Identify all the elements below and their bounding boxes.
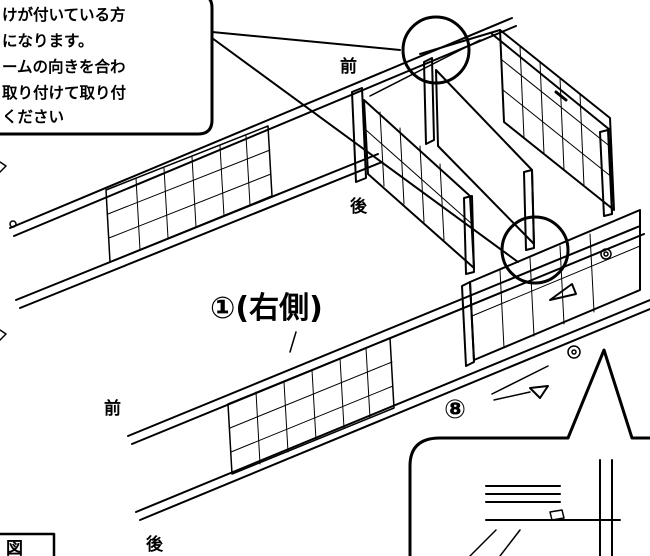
detail-callout xyxy=(408,348,650,556)
lower-frame-rails xyxy=(127,209,650,521)
highlight-circle-mid xyxy=(500,215,570,285)
label-front-bottom: 前 xyxy=(104,398,121,419)
callout-line-4: 取り付けて取り付 xyxy=(2,83,127,102)
label-part-1: ①(右側) xyxy=(210,291,323,326)
callout-line-3: ームの向きを合わ xyxy=(2,57,126,76)
lower-mesh-panel xyxy=(227,331,395,475)
highlight-circle-top xyxy=(401,15,471,85)
callout-line-5: ください xyxy=(2,108,64,126)
label-back-bottom: 後 xyxy=(146,534,164,555)
label-corner-box: 図 xyxy=(6,539,23,556)
edge-marks xyxy=(0,161,7,341)
label-front-top: 前 xyxy=(340,56,357,77)
callout-note: けが付いている方 になります。 ームの向きを合わ 取り付けて取り付 ください xyxy=(0,0,519,263)
upper-box-unit xyxy=(351,29,615,275)
corner-figure-box: 図 xyxy=(0,532,56,556)
upper-frame-rails xyxy=(9,17,517,309)
callout-line-2: になります。 xyxy=(2,32,93,50)
upper-mesh-panel xyxy=(105,125,273,263)
callout-line-1: けが付いている方 xyxy=(2,5,126,24)
label-part-8: ⑧ xyxy=(444,395,466,425)
label-back-top: 後 xyxy=(350,196,368,217)
screw-parts xyxy=(491,283,581,401)
